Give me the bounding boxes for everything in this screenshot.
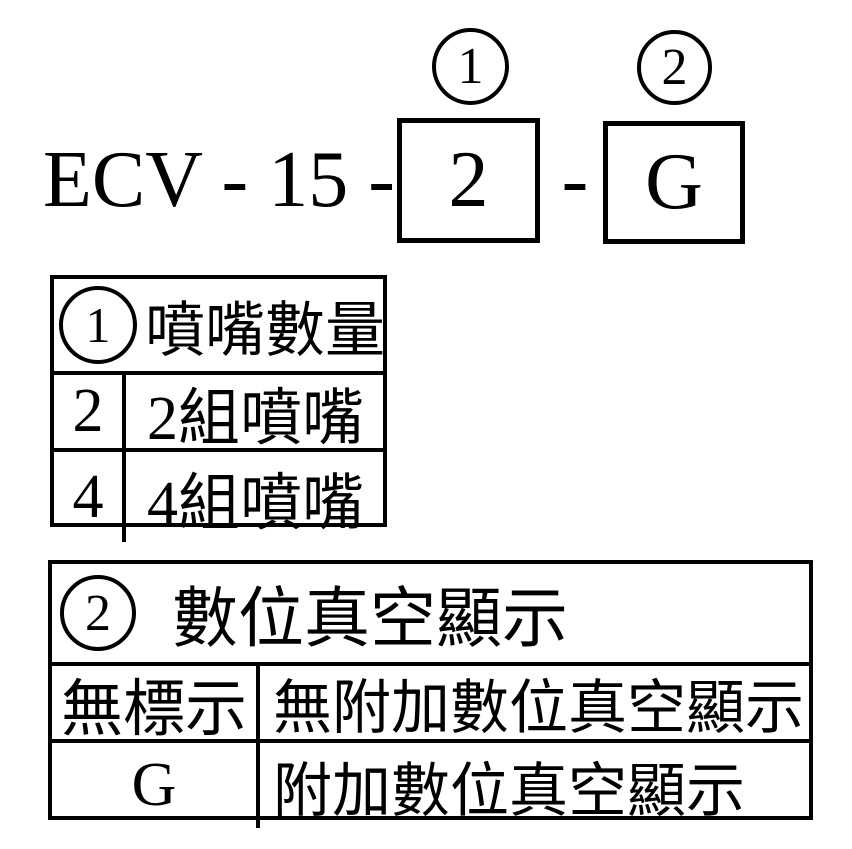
- nozzle-count-code-box: 2: [397, 118, 540, 243]
- option-code-cell: 4: [54, 452, 126, 542]
- code-separator-dash: -: [561, 135, 589, 224]
- option-description-cell: 附加數位真空顯示: [273, 758, 746, 824]
- badge-1-circle: 1: [432, 28, 509, 105]
- option-code-cell: 無標示: [52, 666, 260, 739]
- badge-1-number-small: 1: [85, 297, 111, 353]
- nozzle-count-table: 1 噴嘴數量 2 2組噴嘴 4 4組噴嘴: [50, 275, 387, 542]
- option-description-cell: 無附加數位真空顯示: [273, 675, 805, 739]
- nozzle-count-table-title: 噴嘴數量: [145, 297, 385, 364]
- model-prefix-text: ECV - 15 -: [43, 135, 395, 224]
- badge-2-circle-small: 2: [60, 575, 136, 651]
- table-row: 2 2組噴嘴: [54, 375, 385, 452]
- option-code-cell: G: [52, 743, 260, 828]
- table-row: G 附加數位真空顯示: [52, 743, 809, 828]
- badge-1-circle-small: 1: [59, 286, 137, 364]
- nozzle-count-code-value: 2: [448, 136, 489, 224]
- badge-1-number: 1: [457, 38, 484, 95]
- badge-2-number: 2: [661, 39, 688, 96]
- badge-2-number-small: 2: [85, 584, 111, 642]
- display-option-code-value: G: [645, 138, 703, 226]
- option-description-cell: 4組噴嘴: [146, 470, 364, 538]
- table-row: 4 4組噴嘴: [54, 452, 385, 542]
- badge-2-circle: 2: [637, 30, 712, 105]
- display-option-table: 2 數位真空顯示 無標示 無附加數位真空顯示 G 附加數位真空顯示: [48, 560, 813, 828]
- display-option-code-box: G: [603, 121, 745, 244]
- display-option-table-title: 數位真空顯示: [172, 583, 568, 656]
- display-option-table-header: 2 數位真空顯示: [52, 564, 809, 666]
- table-row: 無標示 無附加數位真空顯示: [52, 666, 809, 743]
- option-description-cell: 2組噴嘴: [146, 384, 364, 449]
- nozzle-count-table-header: 1 噴嘴數量: [54, 279, 385, 375]
- option-code-cell: 2: [54, 375, 126, 448]
